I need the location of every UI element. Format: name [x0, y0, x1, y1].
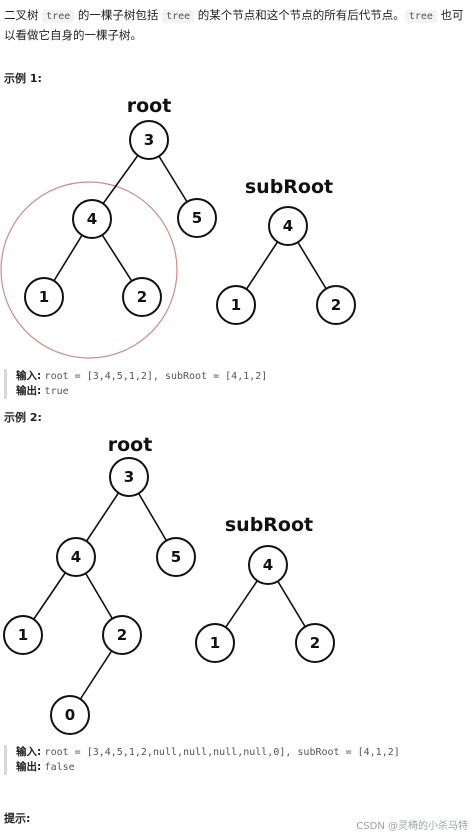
node-label: 2 — [117, 626, 127, 644]
input-value: root = [3,4,5,1,2,null,null,null,null,0]… — [44, 747, 400, 758]
tree-node: 1 — [3, 615, 43, 655]
tree-node: 1 — [195, 623, 235, 663]
tree-node: 1 — [216, 285, 256, 325]
tree-node: 2 — [295, 623, 335, 663]
tree-node: 5 — [177, 198, 217, 238]
example-2-diagram: root 3 4 5 1 2 0 subRoot 4 1 2 — [3, 434, 335, 735]
tree-node: 1 — [24, 277, 64, 317]
node-label: 0 — [65, 706, 75, 724]
node-label: 2 — [331, 296, 341, 314]
input-label: 输入: — [16, 370, 42, 382]
tree-node: 4 — [72, 199, 112, 239]
root-title: root — [108, 434, 153, 456]
tree-node: 4 — [268, 206, 308, 246]
example-1-diagram: root 3 4 5 1 2 subRoot 4 1 2 — [0, 95, 356, 359]
node-label: 4 — [71, 548, 81, 566]
input-value: root = [3,4,5,1,2], subRoot = [4,1,2] — [44, 371, 268, 382]
output-line: 输出: true — [16, 384, 474, 399]
node-label: 2 — [310, 634, 320, 652]
intro-text-2: 的一棵子树包括 — [74, 8, 163, 22]
example-2-heading: 示例 2: — [4, 411, 42, 424]
example-1-heading: 示例 1: — [4, 72, 42, 85]
output-value: true — [44, 386, 69, 397]
output-line: 输出: false — [16, 760, 474, 775]
csdn-watermark: CSDN @灵椅的小杀马特 — [356, 821, 468, 832]
input-label: 输入: — [16, 746, 42, 758]
root-title: root — [127, 95, 172, 117]
output-label: 输出: — [16, 385, 42, 397]
input-line: 输入: root = [3,4,5,1,2], subRoot = [4,1,2… — [16, 369, 474, 384]
inline-code-tree: tree — [42, 10, 75, 23]
subroot-title: subRoot — [245, 176, 333, 198]
tree-node: 2 — [316, 285, 356, 325]
tree-node: 3 — [129, 120, 169, 160]
tree-node: 5 — [156, 537, 196, 577]
node-label: 4 — [263, 556, 273, 574]
inline-code-tree: tree — [404, 10, 437, 23]
node-label: 1 — [231, 296, 241, 314]
tree-node: 4 — [248, 545, 288, 585]
node-label: 1 — [39, 288, 49, 306]
tree-node: 2 — [122, 277, 162, 317]
node-label: 1 — [210, 634, 220, 652]
node-label: 5 — [192, 209, 202, 227]
tree-node: 2 — [102, 615, 142, 655]
intro-text-1: 二叉树 — [4, 8, 43, 22]
tree-node: 3 — [109, 457, 149, 497]
input-line: 输入: root = [3,4,5,1,2,null,null,null,nul… — [16, 745, 474, 760]
example-2-io-block: 输入: root = [3,4,5,1,2,null,null,null,nul… — [4, 745, 474, 775]
inline-code-tree: tree — [162, 10, 195, 23]
subtree-highlight-circle — [0, 181, 178, 359]
node-label: 2 — [137, 288, 147, 306]
output-label: 输出: — [16, 761, 42, 773]
node-label: 4 — [87, 210, 97, 228]
hint-heading: 提示: — [4, 812, 31, 825]
tree-node: 4 — [56, 537, 96, 577]
example-1-io-block: 输入: root = [3,4,5,1,2], subRoot = [4,1,2… — [4, 369, 474, 399]
node-label: 3 — [144, 131, 154, 149]
node-label: 1 — [18, 626, 28, 644]
node-label: 3 — [124, 468, 134, 486]
output-value: false — [44, 762, 75, 773]
tree-node: 0 — [50, 695, 90, 735]
node-label: 4 — [283, 217, 293, 235]
intro-text-3: 的某个节点和这个节点的所有后代节点。 — [194, 8, 405, 22]
subroot-title: subRoot — [225, 514, 313, 536]
intro-text-4: 也可以看做它自身的一棵子树。 — [4, 8, 464, 42]
problem-description: 二叉树 tree 的一棵子树包括 tree 的某个节点和这个节点的所有后代节点。… — [4, 6, 466, 45]
node-label: 5 — [171, 548, 181, 566]
